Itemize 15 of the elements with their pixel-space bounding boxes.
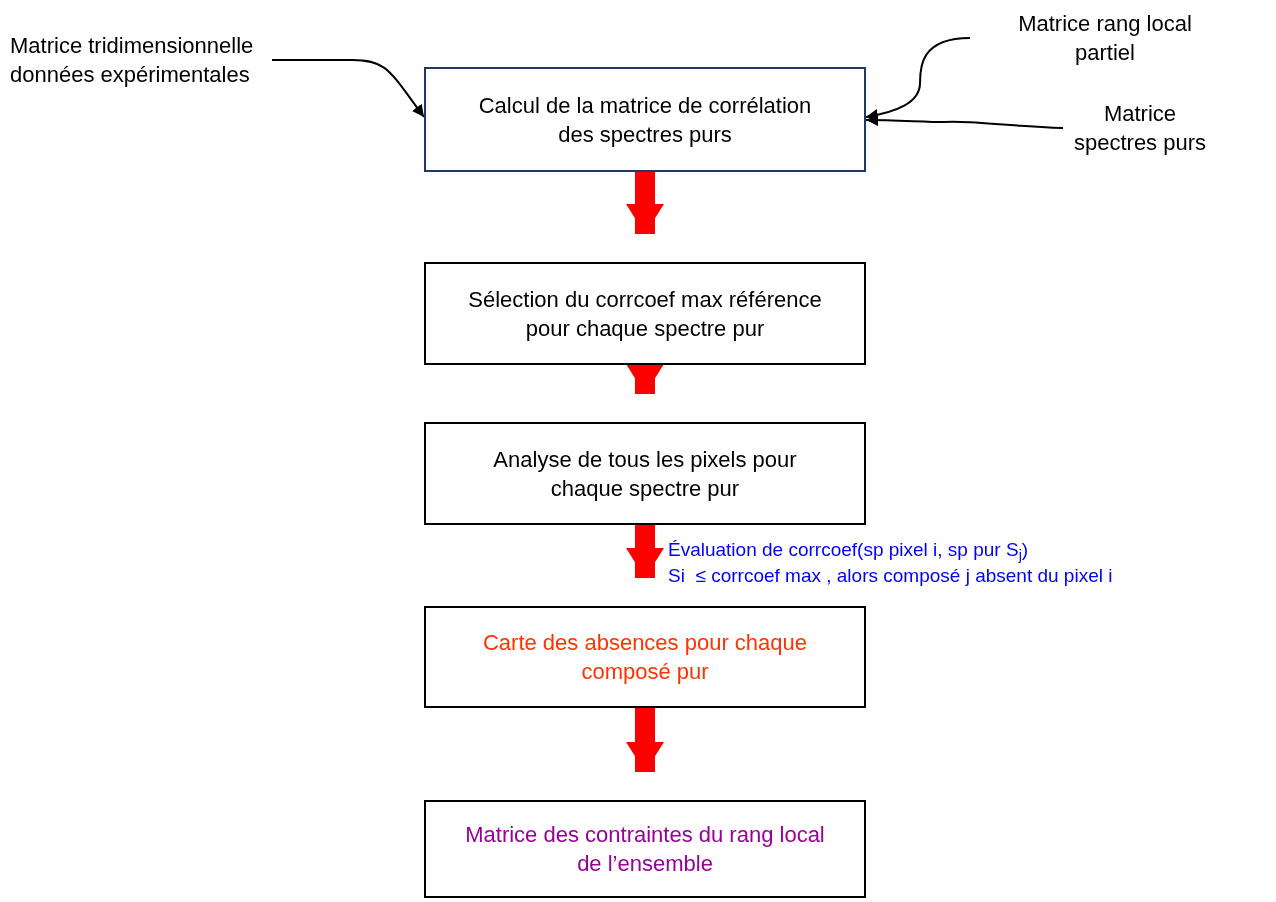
arrow (271, 59, 425, 118)
note-text: Si ≤ corrcoef max , alors composé j absent du pixel i (668, 564, 1114, 588)
arrow (626, 364, 664, 394)
arrow (865, 37, 971, 121)
input-label: Matrice tridimensionnelle données expérimentales (10, 30, 272, 90)
arrow (626, 525, 664, 578)
process-box: Carte des absences pour chaque composé pur (424, 606, 866, 708)
arrow (626, 708, 664, 772)
input-label: Matrice rang local partiel (980, 8, 1230, 68)
process-box: Calcul de la matrice de corrélation des spectres purs (424, 67, 866, 172)
process-box: Matrice des contraintes du rang local de l’ensemble (424, 800, 866, 898)
input-label: Matrice spectres purs (1065, 98, 1215, 158)
process-box: Sélection du corrcoef max référence pour chaque spectre pur (424, 262, 866, 365)
process-box: Analyse de tous les pixels pour chaque spectre pur (424, 422, 866, 525)
note-text: Évaluation de corrcoef(sp pixel i, sp pur S$_{j}$) (668, 538, 1030, 563)
